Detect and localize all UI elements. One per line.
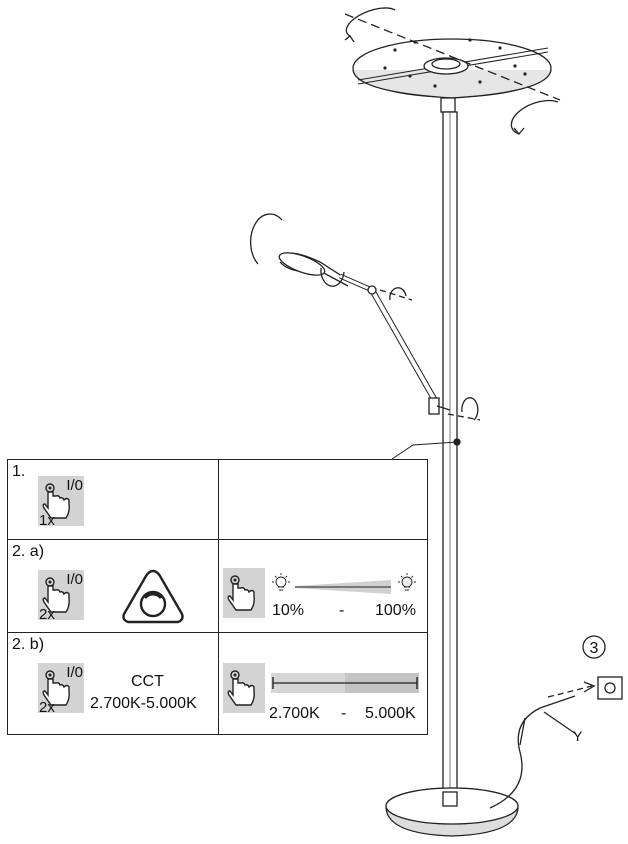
row1-left-cell: 1. I/0 1x	[7, 458, 219, 541]
hand-press-icon	[227, 575, 255, 611]
row2b-right-cell: 2.700K - 5.000K	[218, 631, 428, 736]
table-row: 1. I/0 1x	[7, 458, 428, 541]
press-count: 2x	[39, 606, 55, 624]
button-press-graphic	[223, 662, 265, 713]
lamp-base	[385, 787, 519, 837]
button-press-graphic: I/0 2x	[38, 662, 84, 716]
table-row: 2. b) I/0 2x CCT 2.700K-5.000K	[7, 631, 428, 736]
reading-arm	[249, 213, 481, 421]
dim-min-label: 10%	[272, 602, 305, 620]
range-dash: -	[341, 704, 347, 722]
cable-label: Y	[573, 728, 583, 744]
callout-number: 3	[590, 640, 599, 657]
step-label: 1.	[12, 463, 26, 480]
callout-circle	[582, 635, 606, 659]
button-label: I/0	[66, 571, 83, 589]
cct-slider-graphic	[271, 672, 419, 693]
range-dash: -	[339, 602, 345, 620]
dimmer-triangle-icon	[122, 570, 184, 624]
cct-title: CCT	[131, 672, 164, 690]
step-label: 2. a)	[12, 543, 45, 561]
dim-max-label: 100%	[375, 602, 416, 620]
plug-icon	[547, 676, 623, 700]
hand-press-icon	[42, 483, 70, 519]
hand-press-icon	[42, 669, 70, 706]
cct-range: 2.700K-5.000K	[90, 694, 197, 712]
table-row: 2. a) I/0 2x	[7, 539, 428, 633]
cct-max-label: 5.000K	[365, 704, 416, 722]
button-press-graphic	[223, 568, 265, 619]
hand-press-icon	[227, 669, 255, 706]
hand-press-icon	[42, 577, 70, 613]
rotate-arrows-icon	[344, 7, 561, 136]
power-cable	[489, 695, 577, 809]
cct-min-label: 2.700K	[269, 704, 320, 722]
press-count: 1x	[39, 512, 55, 529]
row2a-right-cell: 10% - 100%	[218, 539, 428, 633]
lamp-pole	[440, 97, 461, 805]
button-label: I/0	[66, 663, 83, 681]
control-table: 1. I/0 1x 2. a) I/0	[7, 458, 428, 736]
bulb-icon	[398, 573, 416, 591]
press-count: 2x	[39, 698, 55, 716]
button-press-graphic: I/0 2x	[38, 570, 84, 624]
dimming-slider-graphic	[272, 573, 416, 595]
row1-right-cell	[218, 458, 428, 541]
row2a-left-cell: 2. a) I/0 2x	[7, 539, 219, 633]
uplight-head	[352, 38, 552, 99]
button-label: I/0	[66, 477, 83, 494]
bulb-icon	[272, 573, 290, 591]
step-label: 2. b)	[12, 635, 45, 653]
button-press-graphic: I/0 1x	[38, 476, 84, 529]
row2b-left-cell: 2. b) I/0 2x CCT 2.700K-5.000K	[7, 631, 219, 736]
